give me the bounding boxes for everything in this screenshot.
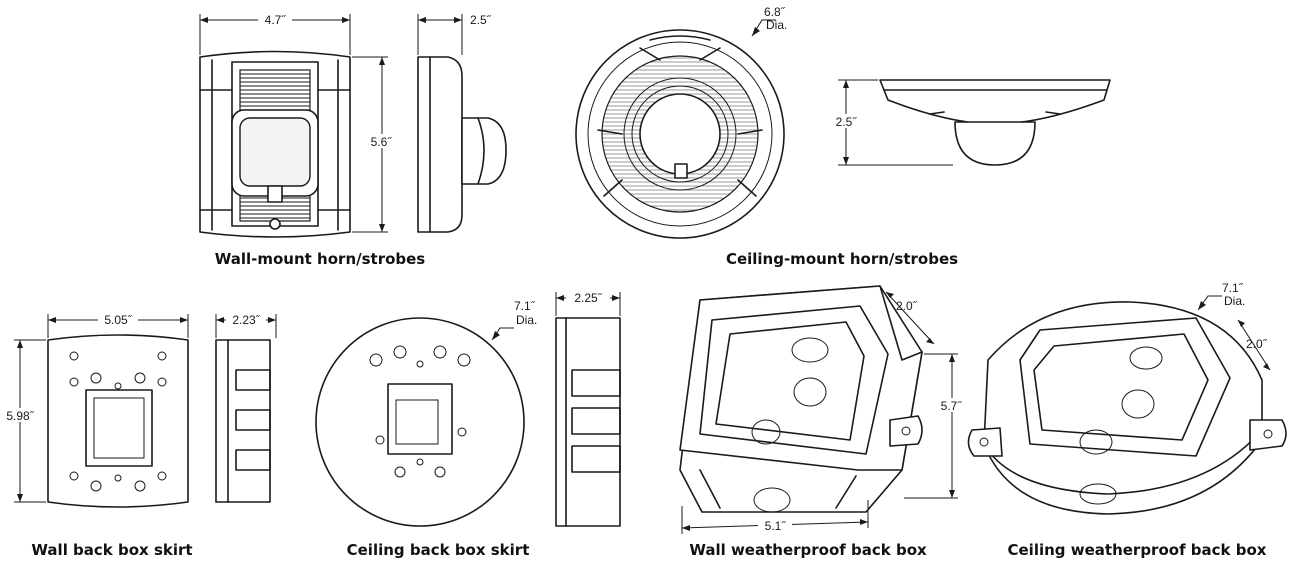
wall-horn-height-label: 5.6˝ [371,135,393,149]
ceiling-weather-depth-dimension: 2.0˝ [1237,319,1271,371]
ceiling-skirt-top-view [315,317,525,527]
ceiling-horn-side-view [879,79,1111,166]
wall-horn-side-view [417,56,507,233]
wall-skirt-depth-label: 2.23˝ [232,313,260,327]
wall-skirt-front-view [47,334,189,508]
wall-skirt-depth-dimension: 2.23˝ [215,312,277,338]
wall-horn-front-view [199,50,351,238]
wall-horn-depth-label: 2.5˝ [470,13,492,27]
wall-horn-height-dimension: 5.6˝ [352,56,396,233]
wall-horn-depth-dimension: 2.5˝ [417,13,492,55]
ceiling-skirt-dia-dimension: 7.1˝ Dia. [491,299,537,341]
wall-skirt-height-label: 5.98˝ [6,409,34,423]
wall-weather-height-label: 5.7˝ [941,399,963,413]
ceiling-horn-dia-dimension: 6.8˝ Dia. [751,5,787,37]
ceiling-weather-dia-abbr: Dia. [1224,294,1245,308]
ceiling-horn-dia-abbr: Dia. [766,18,787,32]
wall-horn-width-label: 4.7˝ [265,13,287,27]
ceiling-horn-top-view [575,29,785,239]
wall-weather-depth-dimension: 2.0˝ [885,291,935,345]
caption-ceiling-horn: Ceiling-mount horn/strobes [726,250,958,268]
ceiling-horn-height-label: 2.5˝ [836,115,858,129]
ceiling-horn-dia-label: 6.8˝ [764,5,786,19]
ceiling-skirt-depth-dimension: 2.25˝ [555,290,621,316]
wall-weatherproof-box [679,285,923,513]
wall-skirt-side-view [215,339,271,503]
wall-skirt-width-label: 5.05˝ [104,313,132,327]
wall-skirt-width-dimension: 5.05˝ [47,312,189,338]
ceiling-weather-depth-label: 2.0˝ [1246,337,1268,351]
wall-weather-width-dimension: 5.1˝ [681,500,869,534]
wall-weather-width-label: 5.1˝ [765,519,787,533]
wall-horn-width-dimension: 4.7˝ [199,12,351,55]
ceiling-skirt-dia-abbr: Dia. [516,313,537,327]
caption-ceiling-weather: Ceiling weatherproof back box [1008,541,1267,559]
caption-wall-weather: Wall weatherproof back box [689,541,927,559]
caption-wall-skirt: Wall back box skirt [31,541,192,559]
ceiling-skirt-dia-label: 7.1˝ [514,299,536,313]
caption-wall-horn: Wall-mount horn/strobes [215,250,426,268]
ceiling-weather-dia-label: 7.1˝ [1222,281,1244,295]
ceiling-skirt-side-view [555,317,621,527]
wall-weather-height-dimension: 5.7˝ [904,353,968,499]
ceiling-horn-height-dimension: 2.5˝ [828,79,953,166]
caption-ceiling-skirt: Ceiling back box skirt [347,541,530,559]
wall-skirt-height-dimension: 5.98˝ [2,339,46,503]
ceiling-weather-dia-dimension: 7.1˝ Dia. [1197,281,1245,311]
ceiling-weatherproof-box [967,301,1287,515]
wall-weather-depth-label: 2.0˝ [896,299,918,313]
ceiling-skirt-depth-label: 2.25˝ [574,291,602,305]
